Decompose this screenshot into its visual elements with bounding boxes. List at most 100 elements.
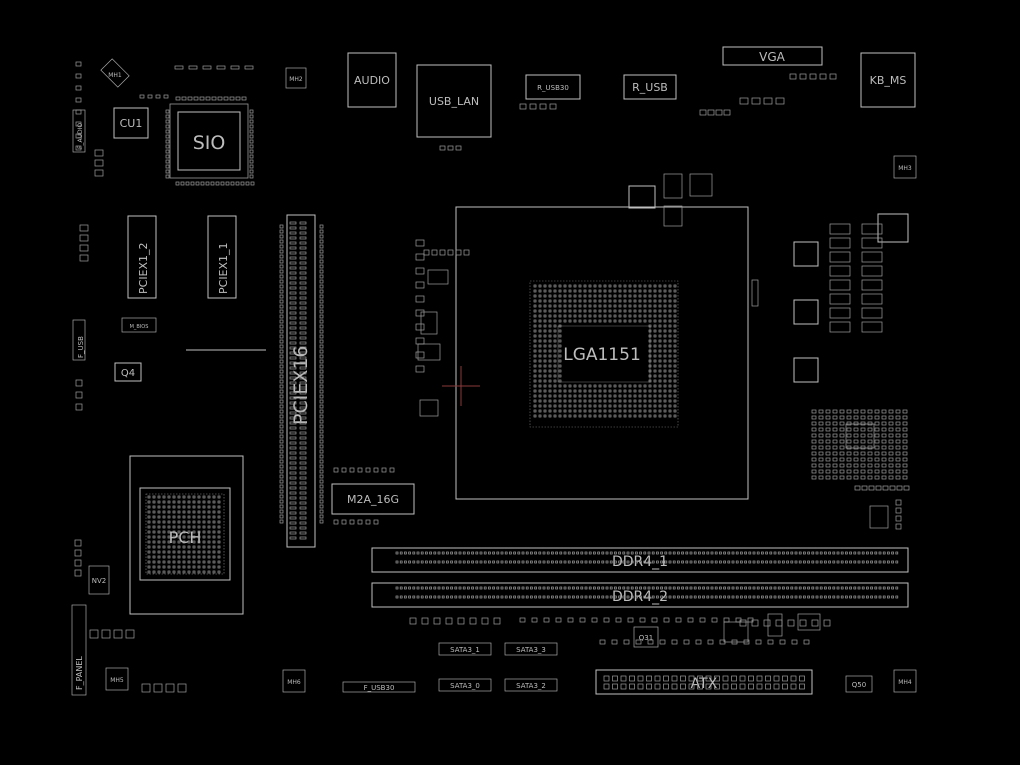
smd-component (533, 369, 537, 373)
sata3-3-port[interactable]: SATA3_3 (504, 642, 558, 656)
sata3-1-port[interactable]: SATA3_1 (438, 642, 492, 656)
smd-component (299, 286, 307, 290)
smd-component (543, 319, 547, 323)
smd-component (874, 586, 878, 590)
smd-component (167, 500, 171, 504)
smd-component (769, 551, 773, 555)
smd-component (568, 399, 572, 403)
atx-power-connector[interactable]: ATX (595, 669, 813, 695)
smd-component (578, 294, 582, 298)
usb-lan-connector[interactable]: USB_LAN (416, 64, 492, 138)
smd-component (608, 314, 612, 318)
mounting-hole-mh6[interactable]: MH6 (282, 669, 306, 693)
smd-component (660, 595, 663, 599)
mounting-hole-mh1[interactable]: MH1 (100, 58, 130, 88)
smd-component (147, 505, 151, 509)
ddr4-1-slot[interactable]: DDR4_1 (371, 547, 909, 573)
sata3-0-port[interactable]: SATA3_0 (438, 678, 492, 692)
smd-component (794, 595, 798, 599)
smd-component (235, 181, 240, 186)
smd-component (538, 586, 542, 590)
mounting-hole-mh3[interactable]: MH3 (893, 155, 917, 179)
kb-ms-connector[interactable]: KB_MS (860, 52, 916, 108)
ddr4-2-label: DDR4_2 (612, 589, 668, 605)
smd-component (739, 683, 746, 690)
smd-component (836, 551, 840, 555)
mounting-hole-mh4[interactable]: MH4 (893, 669, 917, 693)
smd-component (881, 457, 887, 462)
m2a-slot[interactable]: M2A_16G (331, 483, 415, 515)
smd-component (811, 433, 817, 438)
smd-component (593, 384, 597, 388)
smd-component (548, 354, 552, 358)
smd-component (881, 439, 887, 444)
q50-component[interactable]: Q50 (845, 675, 873, 693)
smd-component (663, 329, 667, 333)
smd-component (867, 475, 873, 480)
smd-component (147, 550, 151, 554)
smd-component (513, 551, 516, 555)
vga-connector[interactable]: VGA (722, 46, 823, 66)
pciex16-slot[interactable]: PCIEX16 (286, 214, 316, 548)
smd-component (648, 334, 652, 338)
smd-component (558, 309, 562, 313)
ddr4-2-slot[interactable]: DDR4_2 (371, 582, 909, 608)
smd-component (660, 560, 663, 564)
mounting-hole-mh5[interactable]: MH5 (105, 667, 129, 691)
smd-component (672, 595, 676, 599)
smd-component (874, 409, 880, 414)
sio-chip[interactable]: SIO (169, 103, 249, 179)
smd-component (633, 394, 637, 398)
smd-component (563, 384, 567, 388)
audio-connector[interactable]: AUDIO (347, 52, 397, 108)
smd-component (475, 551, 479, 555)
smd-component (177, 540, 181, 544)
smd-component (578, 309, 582, 313)
f-panel-header[interactable]: F_PANEL (71, 604, 87, 696)
r-usb30-connector[interactable]: R_USB30 (525, 74, 581, 100)
smd-component (601, 560, 605, 564)
smd-component (553, 349, 557, 353)
smd-component (614, 595, 617, 599)
smd-component (319, 319, 324, 324)
f-usb30-header[interactable]: F_USB30 (342, 681, 416, 693)
mounting-hole-mh2[interactable]: MH2 (285, 67, 307, 89)
smd-component (319, 489, 324, 494)
r-usb-connector[interactable]: R_USB (623, 74, 677, 100)
f-usb-header[interactable]: F_USB (72, 319, 86, 361)
smd-component (626, 560, 630, 564)
smd-component (299, 481, 307, 485)
m-bios-chip[interactable]: M_BIOS (121, 317, 157, 333)
pch-chip[interactable]: PCH (129, 455, 244, 615)
q4-component[interactable]: Q4 (114, 362, 142, 382)
smd-component (553, 294, 557, 298)
nv2-component[interactable]: NV2 (88, 565, 110, 595)
smd-component (573, 289, 577, 293)
smd-component (623, 284, 627, 288)
smd-component (811, 415, 817, 420)
smd-component (415, 323, 425, 331)
pciex1-2-slot[interactable]: PCIEX1_2 (127, 215, 157, 299)
smd-component (187, 550, 191, 554)
smd-component (618, 409, 622, 413)
cu1-chip[interactable]: CU1 (113, 107, 149, 139)
smd-component (618, 319, 622, 323)
smd-component (212, 515, 216, 519)
smd-component (853, 451, 859, 456)
pciex1-1-slot[interactable]: PCIEX1_1 (207, 215, 237, 299)
smd-component (289, 411, 297, 415)
cpu-socket[interactable]: LGA1151 (455, 206, 749, 500)
smd-component (648, 364, 652, 368)
smd-component (543, 284, 547, 288)
smd-component (573, 414, 577, 418)
sata3-2-port[interactable]: SATA3_2 (504, 678, 558, 692)
q31-component[interactable]: Q31 (633, 626, 659, 648)
m2a-label: M2A_16G (347, 493, 399, 506)
smd-component (853, 433, 859, 438)
smd-component (299, 266, 307, 270)
smd-component (467, 595, 470, 599)
smd-component (846, 475, 852, 480)
smd-component (846, 427, 852, 432)
smd-component (643, 595, 647, 599)
smd-component (462, 551, 466, 555)
